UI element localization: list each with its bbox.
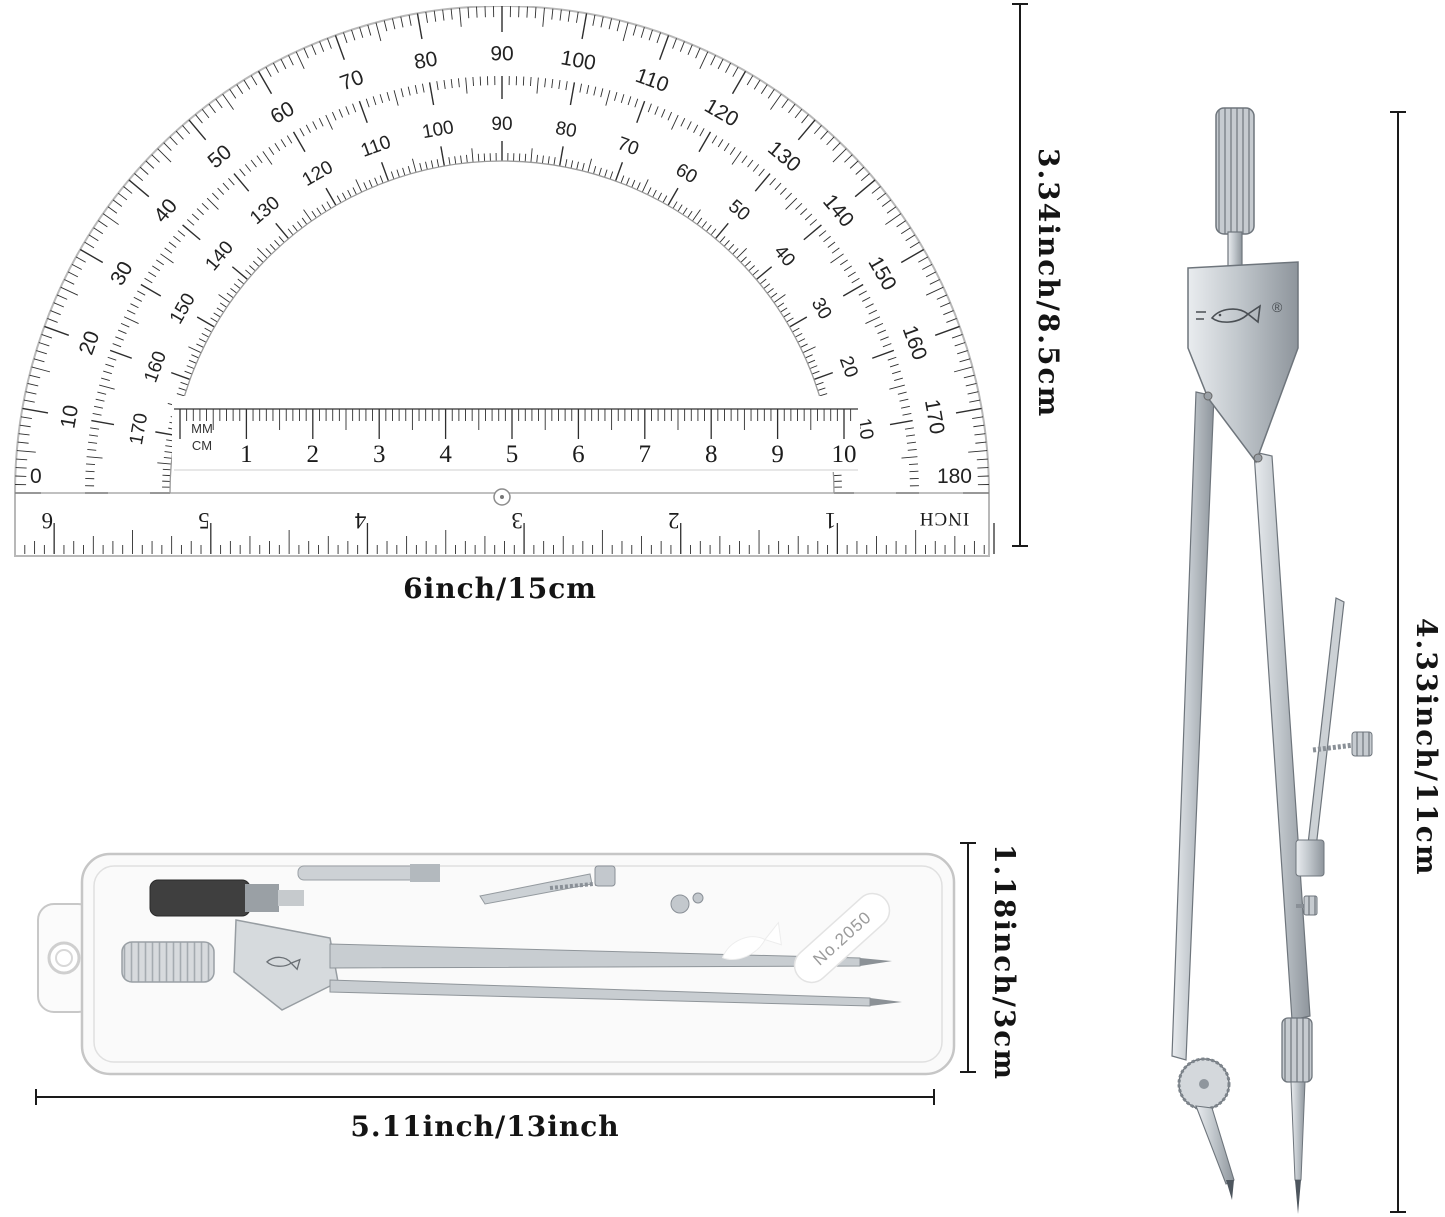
svg-text:10: 10	[832, 441, 857, 468]
thumb-nut	[1351, 731, 1373, 757]
svg-text:10: 10	[56, 403, 83, 430]
dimension-label-protractor-height: 3.34inch/8.5cm	[1032, 148, 1065, 419]
needle-point-right	[1295, 1180, 1301, 1214]
spare-lead-tube	[149, 879, 251, 917]
svg-text:3: 3	[511, 508, 523, 533]
svg-text:9: 9	[771, 441, 784, 468]
compass-stem	[1227, 231, 1243, 269]
svg-text:1: 1	[240, 441, 253, 468]
case-fish-logo-icon	[266, 956, 301, 971]
svg-text:90: 90	[490, 43, 513, 66]
svg-text:CM: CM	[192, 438, 212, 453]
inch-ruler: 1 2 3 4 5 6 INCH	[24, 508, 995, 554]
svg-text:80: 80	[554, 118, 578, 142]
svg-text:2: 2	[668, 508, 680, 533]
compass-knurled-handle	[1215, 107, 1255, 235]
needle-point-left	[1226, 1180, 1234, 1200]
pivot-screw	[1253, 453, 1263, 463]
svg-text:INCH: INCH	[919, 508, 969, 529]
center-hole	[493, 488, 511, 506]
case-needle-tip	[860, 958, 892, 966]
compass-right-leg	[1253, 451, 1311, 1021]
svg-text:1: 1	[825, 508, 837, 533]
svg-text:180: 180	[937, 465, 972, 488]
needle-shaft	[1290, 1081, 1306, 1181]
tube-tip	[278, 890, 304, 906]
dim-line-protractor-height	[1012, 3, 1028, 547]
svg-text:7: 7	[639, 441, 652, 468]
wheel-axle	[1199, 1079, 1209, 1089]
case-adjuster-screw	[549, 880, 616, 890]
case-small-knob	[670, 894, 690, 914]
case-thumb-nut	[594, 865, 616, 887]
cm-ruler: 1 2 3 4 5 6 7 8 9 10 MM CM	[174, 408, 858, 471]
knurled-collar	[1281, 1017, 1313, 1083]
case-inner-seam	[93, 865, 943, 1063]
svg-text:5: 5	[506, 441, 519, 468]
svg-text:2: 2	[307, 441, 320, 468]
dim-line-case-width	[35, 1089, 935, 1105]
svg-text:90: 90	[491, 114, 512, 135]
svg-text:4: 4	[439, 441, 452, 468]
svg-text:8: 8	[705, 441, 718, 468]
svg-text:3: 3	[373, 441, 386, 468]
case-hole-inner	[55, 949, 73, 967]
dimension-label-case-width: 5.11inch/13inch	[350, 1110, 620, 1143]
degree-ticks	[15, 6, 989, 494]
case-knurled-knob	[121, 941, 215, 983]
wheel-knurl	[1177, 1057, 1231, 1111]
fish-logo-icon	[1196, 304, 1262, 324]
lead-holder-rod	[297, 865, 429, 881]
svg-text:6: 6	[572, 441, 585, 468]
dimension-label-protractor-width: 6inch/15cm	[403, 572, 597, 605]
adjuster-bracket	[1295, 839, 1325, 877]
svg-text:0: 0	[30, 465, 42, 488]
case-white-fish-mark	[721, 921, 782, 960]
dimension-label-case-height: 1.18inch/3cm	[988, 844, 1021, 1081]
adjuster-arm	[1307, 597, 1345, 849]
pivot-screw	[1203, 391, 1213, 401]
rod-segment	[410, 864, 440, 882]
svg-text:80: 80	[412, 47, 439, 74]
svg-text:4: 4	[354, 508, 366, 533]
registered-mark: ®	[1272, 299, 1283, 315]
compass: ®	[1171, 107, 1373, 1214]
tube-collar	[245, 884, 279, 912]
svg-text:5: 5	[198, 508, 210, 533]
lead-clamp-knob	[1303, 895, 1318, 916]
compass-left-leg	[1171, 391, 1215, 1061]
case-small-knob	[692, 892, 704, 904]
needle-foot	[1195, 1105, 1235, 1185]
svg-text:6: 6	[42, 508, 54, 533]
case-needle-tip	[870, 998, 902, 1006]
dimension-label-compass-height: 4.33inch/11cm	[1410, 618, 1443, 877]
compass-case: No.2050	[37, 852, 956, 1076]
svg-text:MM: MM	[191, 421, 213, 436]
inner-cutout-arc	[169, 160, 835, 494]
